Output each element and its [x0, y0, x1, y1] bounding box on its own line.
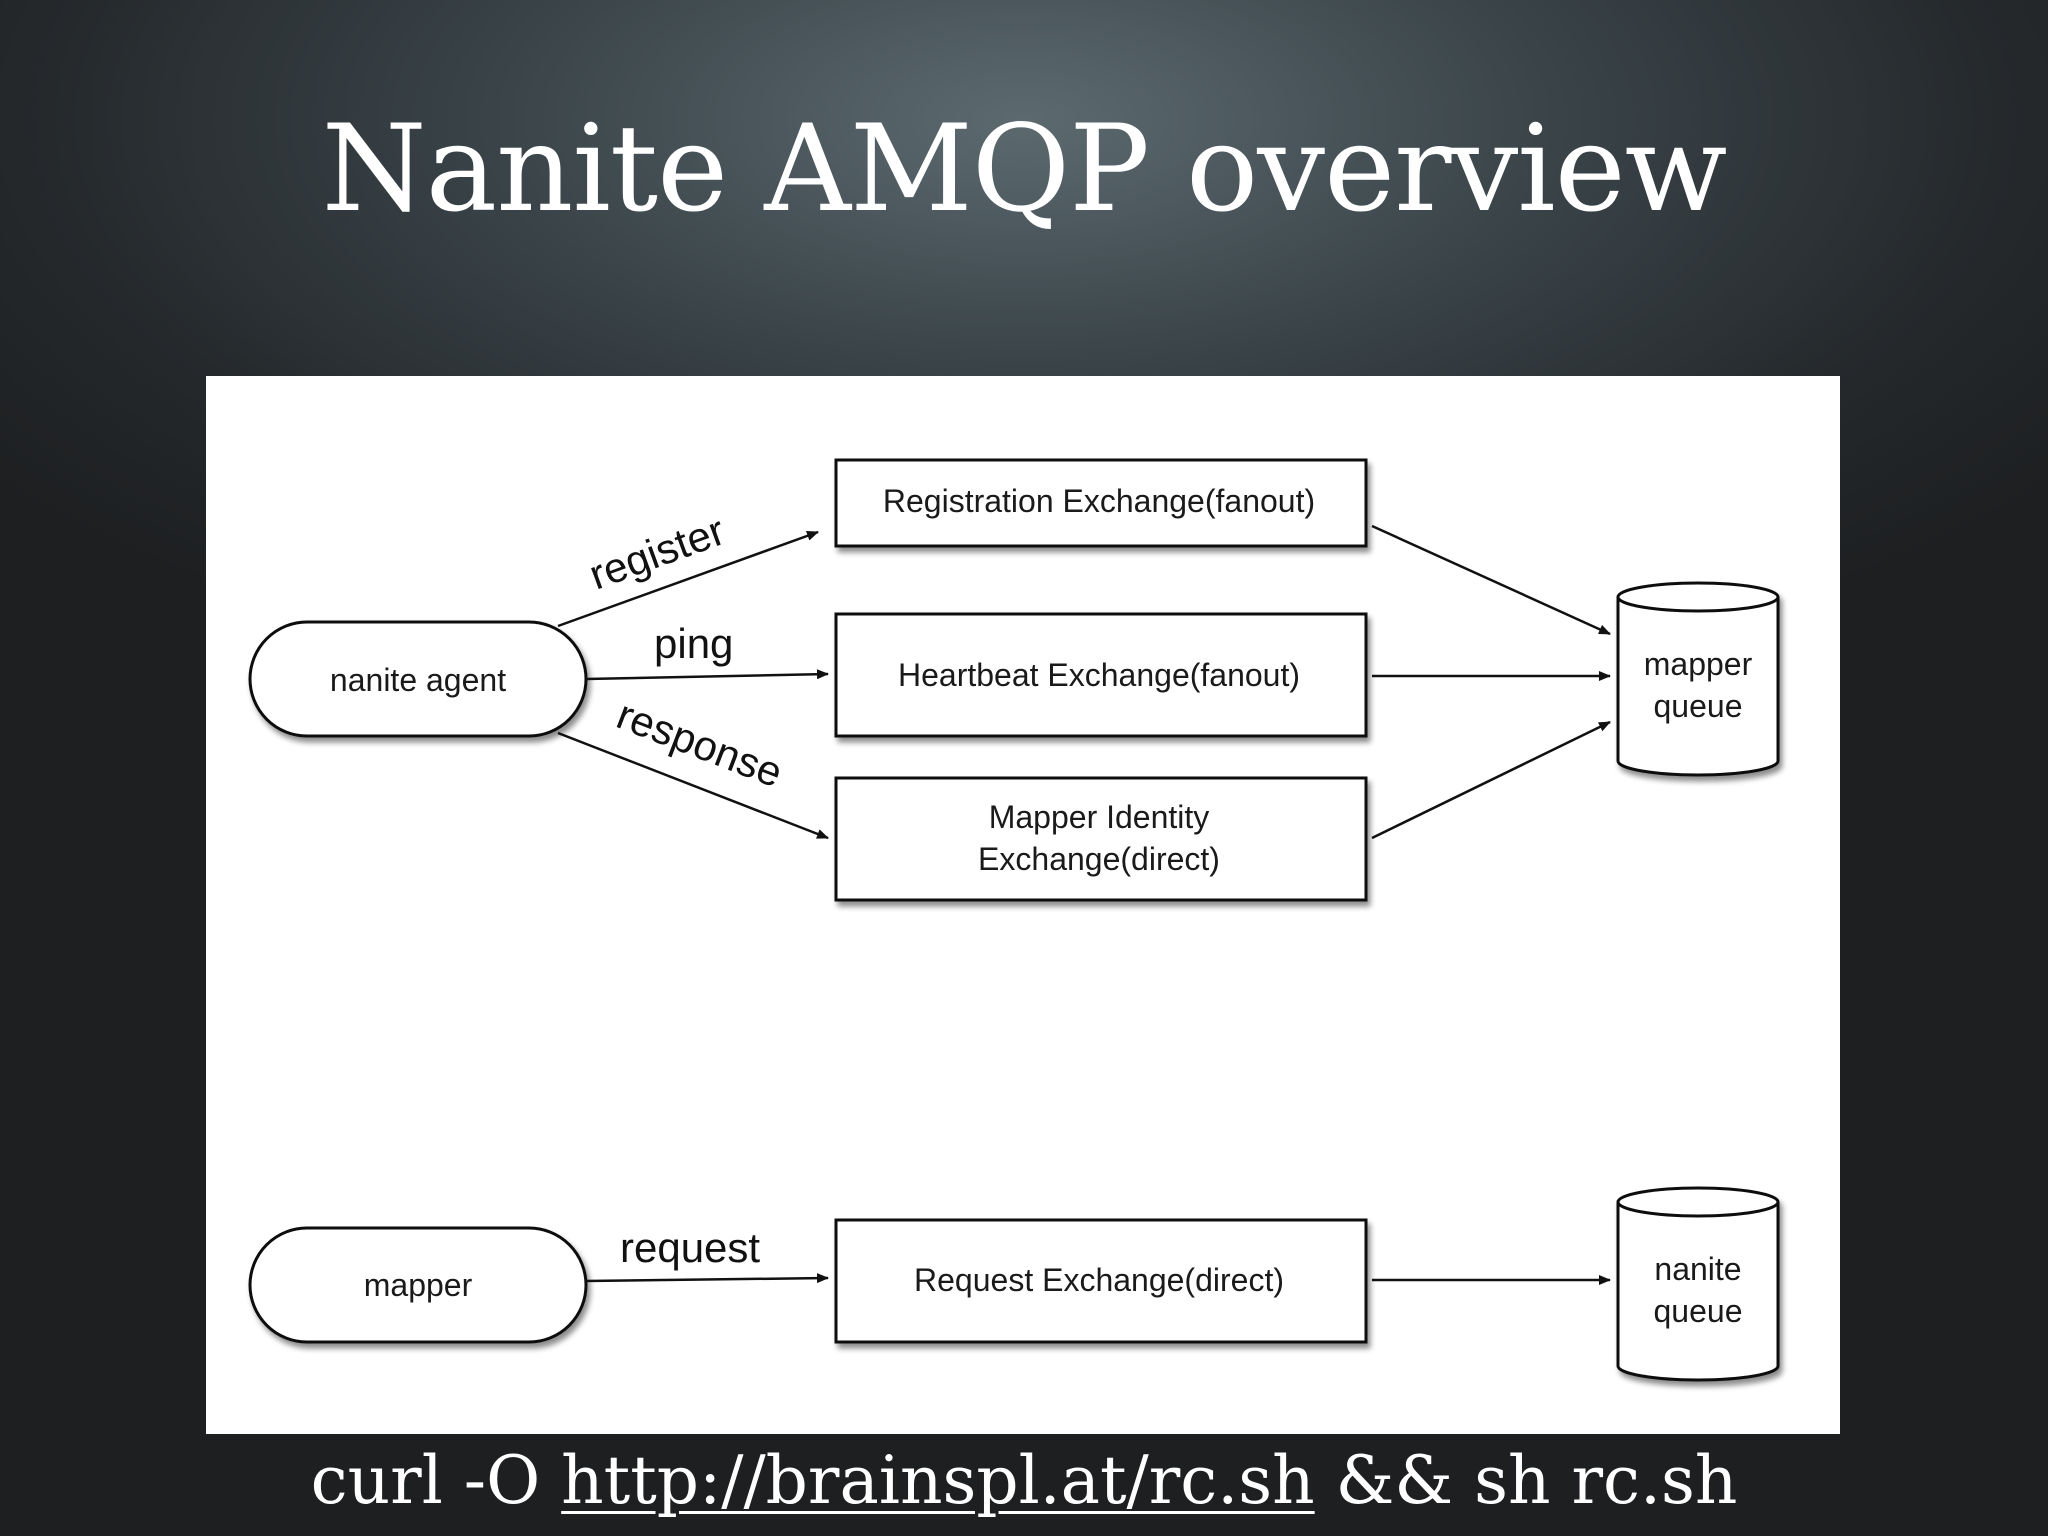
command-suffix: && sh rc.sh: [1314, 1442, 1738, 1519]
registration-exchange-label: Registration Exchange(fanout): [883, 483, 1315, 519]
diagram-panel: nanite agent Registration Exchange(fanou…: [206, 376, 1840, 1434]
ping-arrow: [585, 669, 829, 681]
nanite-agent-label: nanite agent: [330, 662, 506, 698]
command-prefix: curl -O: [310, 1442, 562, 1519]
registration-to-mapper-queue-arrow: [1371, 524, 1611, 636]
response-edge-label: response: [611, 691, 789, 797]
nanite-queue-label-2: queue: [1654, 1293, 1743, 1329]
nanite-agent-node: nanite agent: [248, 620, 588, 738]
mapper-queue-label-2: queue: [1654, 688, 1743, 724]
script-url-link[interactable]: http://brainspl.at/rc.sh: [561, 1442, 1315, 1519]
mapper-label: mapper: [364, 1267, 473, 1303]
request-exchange-label: Request Exchange(direct): [914, 1262, 1284, 1298]
mapper-identity-exchange-label-2: Exchange(direct): [978, 841, 1220, 877]
registration-exchange-node: Registration Exchange(fanout): [834, 458, 1368, 548]
mapper-queue-node: [1616, 581, 1780, 777]
request-exchange-node: Request Exchange(direct): [834, 1218, 1368, 1344]
heartbeat-exchange-label: Heartbeat Exchange(fanout): [898, 657, 1300, 693]
nanite-queue-label-1: nanite: [1654, 1251, 1741, 1287]
request-edge-label: request: [620, 1224, 760, 1271]
request-arrow: [585, 1273, 829, 1284]
response-arrow: [557, 731, 829, 840]
mapper-identity-exchange-node: Mapper Identity Exchange(direct): [834, 776, 1368, 902]
identity-to-mapper-queue-arrow: [1371, 720, 1611, 840]
nanite-queue-node: [1616, 1186, 1780, 1382]
mapper-queue-label-1: mapper: [1644, 646, 1753, 682]
ping-edge-label: ping: [654, 620, 733, 667]
footer-command: curl -O http://brainspl.at/rc.sh && sh r…: [0, 1448, 2048, 1514]
register-edge-label: register: [583, 506, 731, 598]
mapper-identity-exchange-label-1: Mapper Identity: [989, 799, 1210, 835]
slide-title: Nanite AMQP overview: [321, 100, 1728, 239]
heartbeat-exchange-node: Heartbeat Exchange(fanout): [834, 612, 1368, 738]
mapper-node: mapper: [248, 1226, 588, 1344]
amqp-diagram: nanite agent Registration Exchange(fanou…: [248, 458, 1780, 1382]
register-arrow: [557, 530, 819, 628]
